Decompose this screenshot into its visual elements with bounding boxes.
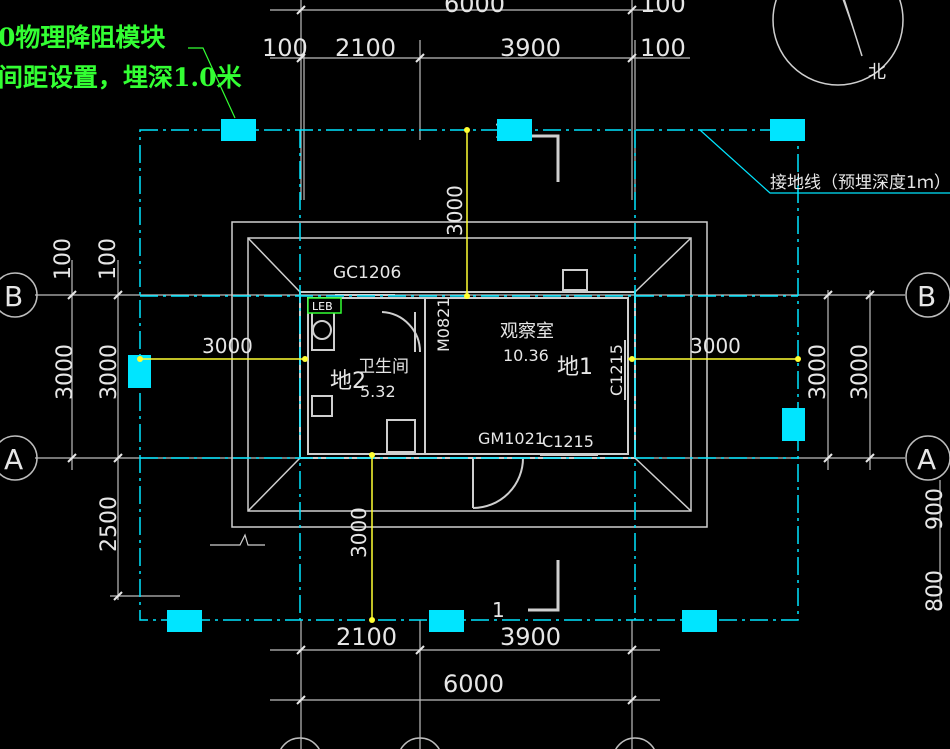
break-line [210,533,265,546]
dim-top-100b: 100 [640,34,686,62]
dim-ground-right: 3000 [690,334,741,358]
dim-top-6000: 6000 [444,0,505,18]
dim-bot-3900: 3900 [500,623,561,651]
axis-a-left: A [4,443,23,476]
grounding-loop [139,129,799,621]
dim-bot-6000: 6000 [443,670,504,698]
room-observation-name: 观察室 [500,321,554,342]
dim-ticks [67,5,875,705]
module-note-line2: 间距设置，埋深1.0米 [0,63,242,92]
dim-left-3000b: 3000 [97,344,122,400]
label-gm1021: GM1021 [478,429,545,448]
dim-left-3000a: 3000 [53,344,78,400]
axis-b-right: B [917,280,936,313]
axis-a-right: A [917,443,936,476]
leb-label: LEB [312,300,333,313]
dim-bot-2100: 2100 [336,623,397,651]
dim-left-100b: 100 [96,238,121,280]
grid-lines [35,0,941,749]
leb-box [307,297,342,314]
roof-outline [231,221,708,528]
axis-b-left: B [4,280,23,313]
room-toilet-ground: 地2 [330,369,366,394]
label-gc1206: GC1206 [333,263,401,283]
grounding-leader [699,129,950,194]
room-observation-area: 10.36 [503,346,549,365]
conductor-nodes [137,127,801,623]
dim-left-100a: 100 [51,238,76,280]
dim-ground-bottom: 3000 [347,507,371,558]
section-mark-bottom: 1 [492,598,505,622]
module-note-line1: 0物理降阻模块 [0,23,165,52]
north-arrow: 北 [772,0,904,86]
dim-top-2100: 2100 [335,34,396,62]
grounding-modules [128,119,805,632]
axis-bubbles [0,272,950,749]
dim-left-2500: 2500 [97,496,122,552]
section-marks [528,134,560,612]
dim-ground-left: 3000 [202,334,253,358]
dim-top-100c: 100 [640,0,686,18]
room-toilet-area: 5.32 [360,382,396,401]
room-toilet-name: 卫生间 [358,357,409,377]
module-leader [188,47,236,119]
label-c1215-bottom: C1215 [542,432,594,451]
dim-right-3000a: 3000 [806,344,831,400]
ground-conductors [140,130,798,620]
north-label: 北 [868,62,886,83]
dim-top-3900: 3900 [500,34,561,62]
room-observation-ground: 地1 [557,355,593,380]
label-m0821: M0821 [434,297,453,352]
grounding-label: 接地线（预埋深度1ｍ） [770,173,950,193]
dim-right-900: 900 [923,488,948,530]
dim-right-3000b: 3000 [848,344,873,400]
dim-top-100a: 100 [262,34,308,62]
dim-right-800: 800 [923,570,948,612]
label-c1215-right: C1215 [607,344,626,396]
dim-ground-top: 3000 [443,185,467,236]
